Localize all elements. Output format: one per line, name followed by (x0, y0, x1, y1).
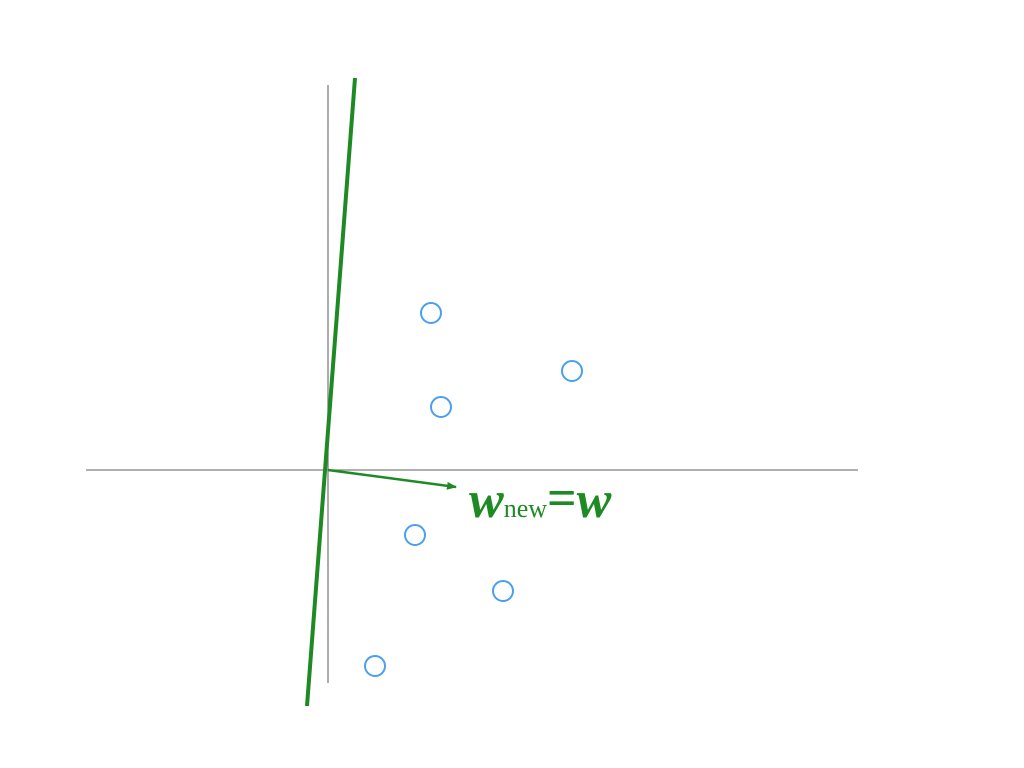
weight-update-label: wnew=w (469, 470, 612, 529)
w-symbol: w (469, 472, 504, 529)
data-point (364, 655, 386, 677)
data-points (364, 302, 583, 677)
weight-vector-arrow (327, 468, 457, 490)
data-point (420, 302, 442, 324)
data-point (430, 396, 452, 418)
w-subscript: new (504, 494, 548, 523)
equals-sign: = (547, 470, 577, 527)
data-point (561, 360, 583, 382)
decision-boundary-line (305, 77, 357, 707)
w-rhs-symbol: w (577, 472, 612, 529)
data-point (404, 524, 426, 546)
data-point (492, 580, 514, 602)
